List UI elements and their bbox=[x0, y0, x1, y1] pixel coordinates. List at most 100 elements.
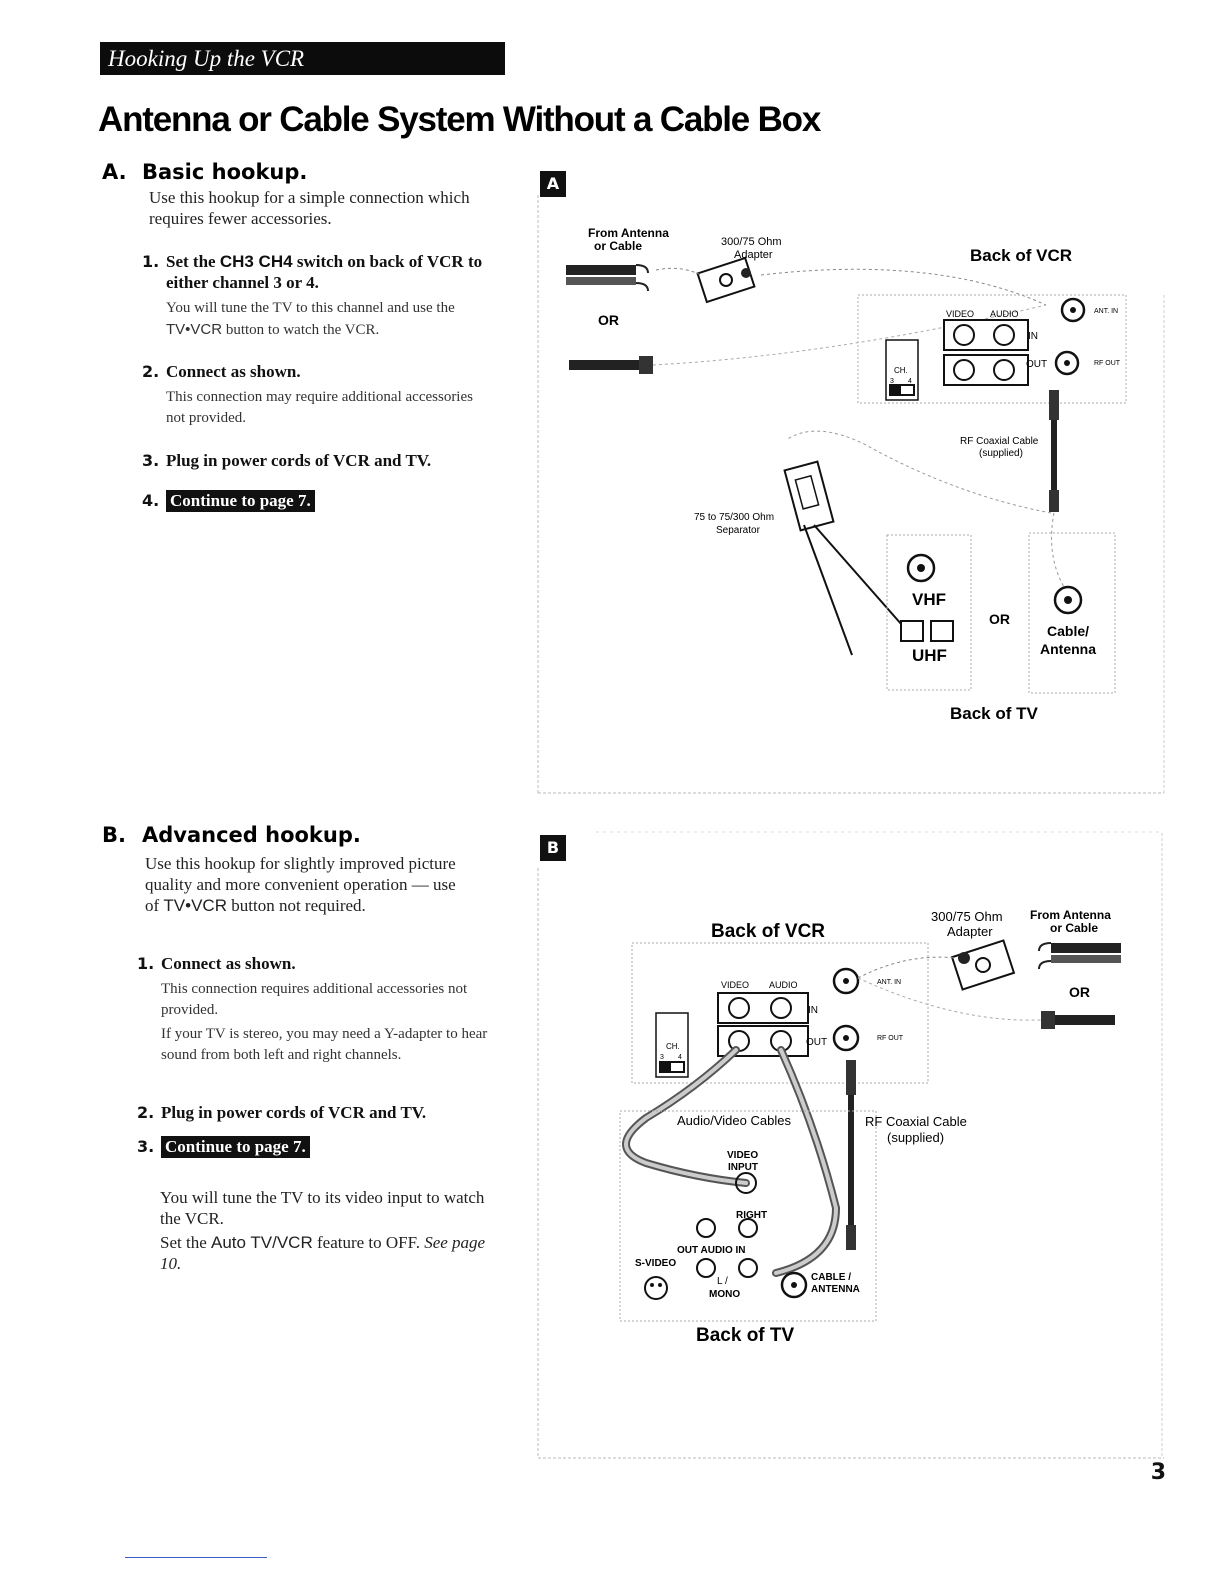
separator-75-300-icon bbox=[783, 460, 903, 656]
twin-lead-cable-icon bbox=[566, 264, 649, 292]
figure-b-diagram: Back of VCR 300/75 Ohm Adapter From Ante… bbox=[537, 831, 1164, 1459]
label-l-mono-1: L / bbox=[717, 1276, 728, 1287]
vcr-ant-in-jack-icon bbox=[1060, 297, 1086, 323]
label-audio: AUDIO bbox=[990, 309, 1019, 319]
tv-audio-jacks-icon bbox=[696, 1218, 758, 1278]
adapter-300-75-icon bbox=[696, 256, 756, 304]
adapter-300-75-icon bbox=[950, 939, 1016, 991]
label-adapter-ohm: 300/75 Ohm bbox=[931, 909, 1003, 924]
vcr-back-panel bbox=[631, 942, 929, 1084]
section-a-step-2: 2. Connect as shown. This connection may… bbox=[142, 361, 486, 429]
label-ch3: 3 bbox=[660, 1054, 664, 1061]
step-title: Plug in power cords of VCR and TV. bbox=[166, 451, 432, 470]
vcr-ant-in-jack-icon bbox=[832, 967, 860, 995]
label-ch: CH. bbox=[666, 1042, 680, 1051]
label-from-antenna: From Antenna bbox=[588, 226, 669, 240]
section-a-letter: A. bbox=[102, 160, 127, 184]
section-b-note-2: Set the Auto TV/VCR feature to OFF. See … bbox=[160, 1232, 490, 1274]
vcr-rf-out-jack-icon bbox=[1054, 350, 1080, 376]
section-b-intro: Use this hookup for slightly improved pi… bbox=[145, 853, 465, 916]
label-video: VIDEO bbox=[721, 980, 749, 990]
label-video-input-1: VIDEO bbox=[727, 1150, 758, 1161]
tv-back-panel-vhf-uhf bbox=[886, 534, 972, 691]
label-out-audio-in: OUT AUDIO IN bbox=[677, 1245, 746, 1256]
vcr-av-jacks-icon bbox=[717, 992, 809, 1057]
twin-lead-cable-icon bbox=[1038, 942, 1121, 970]
tv-vcr-button-label: TV•VCR bbox=[163, 896, 227, 915]
intro-pre: Use this hookup for slightly improved pi… bbox=[145, 854, 456, 915]
label-or-cable: or Cable bbox=[1050, 921, 1098, 935]
step-number: 3. bbox=[142, 451, 160, 470]
step-number: 3. bbox=[137, 1137, 155, 1156]
label-cable: CABLE / bbox=[811, 1272, 851, 1283]
label-from-antenna: From Antenna bbox=[1030, 908, 1111, 922]
label-adapter: Adapter bbox=[947, 924, 993, 939]
label-vhf: VHF bbox=[912, 590, 946, 609]
label-back-of-vcr: Back of VCR bbox=[711, 921, 825, 942]
section-a-heading: A. Basic hookup. bbox=[102, 160, 307, 184]
label-ch4: 4 bbox=[678, 1054, 682, 1061]
label-ch4: 4 bbox=[908, 378, 912, 385]
section-b-letter: B. bbox=[102, 823, 126, 847]
section-header-bar: Hooking Up the VCR bbox=[100, 42, 505, 75]
label-in: IN bbox=[1028, 331, 1038, 342]
continue-to-page-7-link[interactable]: Continue to page 7. bbox=[166, 490, 315, 512]
label-svideo: S-VIDEO bbox=[635, 1258, 676, 1269]
section-b-step-2: 2. Plug in power cords of VCR and TV. bbox=[137, 1102, 501, 1123]
step-body-1: This connection requires additional acce… bbox=[161, 981, 468, 1018]
step-body-2: If your TV is stereo, you may need a Y-a… bbox=[161, 1026, 488, 1063]
label-antenna: ANTENNA bbox=[811, 1284, 860, 1295]
label-or: OR bbox=[1069, 984, 1090, 1000]
label-right: RIGHT bbox=[736, 1210, 767, 1221]
label-audio: AUDIO bbox=[769, 980, 798, 990]
label-adapter: Adapter bbox=[734, 249, 773, 261]
step-number: 1. bbox=[137, 954, 155, 973]
section-b-step-3: 3. Continue to page 7. bbox=[137, 1136, 310, 1158]
section-a-step-3: 3. Plug in power cords of VCR and TV. bbox=[142, 450, 506, 471]
label-out: OUT bbox=[1026, 359, 1047, 370]
continue-to-page-7-link[interactable]: Continue to page 7. bbox=[161, 1136, 310, 1158]
vcr-rf-out-jack-icon bbox=[832, 1024, 860, 1052]
section-b-heading: B. Advanced hookup. bbox=[102, 823, 361, 847]
step-title-post: switch on back of VCR to either channel … bbox=[166, 252, 483, 292]
figure-a-diagram: From Antenna or Cable 300/75 Ohm Adapter… bbox=[537, 195, 1165, 794]
figure-a-badge: A bbox=[540, 171, 566, 197]
label-video-input-2: INPUT bbox=[728, 1162, 758, 1173]
label-in: IN bbox=[808, 1005, 818, 1016]
channel-switch-icon bbox=[885, 339, 919, 401]
ch-switch-label: CH3 CH4 bbox=[219, 252, 293, 271]
rf-coaxial-cable-icon bbox=[846, 1060, 856, 1250]
label-rf-coaxial: RF Coaxial Cable bbox=[960, 436, 1039, 447]
label-separator: Separator bbox=[716, 525, 761, 536]
section-a-title: Basic hookup. bbox=[142, 160, 308, 184]
auto-tv-vcr-feature-label: Auto TV/VCR bbox=[211, 1233, 313, 1252]
tv-vhf-jack-icon bbox=[906, 553, 936, 583]
section-b-title: Advanced hookup. bbox=[142, 823, 361, 847]
note2-mid: feature to OFF. bbox=[312, 1233, 425, 1252]
intro-post: button not required. bbox=[227, 896, 366, 915]
label-or-2: OR bbox=[989, 611, 1010, 627]
label-uhf: UHF bbox=[912, 646, 947, 665]
tv-cable-antenna-jack-icon bbox=[1053, 585, 1083, 615]
step-number: 1. bbox=[142, 252, 160, 271]
section-a-intro: Use this hookup for a simple connection … bbox=[149, 188, 470, 228]
label-or: OR bbox=[598, 312, 619, 328]
step-title: Connect as shown. bbox=[166, 362, 301, 381]
section-a-step-1: 1. Set the CH3 CH4 switch on back of VCR… bbox=[142, 251, 506, 341]
label-supplied: (supplied) bbox=[887, 1130, 944, 1145]
section-b-note-1: You will tune the TV to its video input … bbox=[160, 1188, 485, 1228]
see-page-10-reference: See page 10. bbox=[160, 1233, 486, 1273]
label-l-mono-2: MONO bbox=[709, 1289, 740, 1300]
label-out: OUT bbox=[806, 1037, 827, 1048]
label-ch: CH. bbox=[894, 366, 908, 375]
label-back-of-tv: Back of TV bbox=[696, 1325, 795, 1346]
label-back-of-tv: Back of TV bbox=[950, 704, 1039, 723]
label-rf-coaxial: RF Coaxial Cable bbox=[865, 1114, 967, 1129]
footer-rule bbox=[125, 1557, 267, 1558]
tv-vcr-button-label: TV•VCR bbox=[166, 321, 223, 338]
label-adapter-ohm: 300/75 Ohm bbox=[721, 236, 782, 248]
vcr-av-jacks-icon bbox=[943, 319, 1029, 386]
tv-video-input-jack-icon bbox=[735, 1172, 757, 1194]
step-body: This connection may require additional a… bbox=[166, 389, 473, 426]
tv-back-panel-cable bbox=[1028, 532, 1116, 694]
